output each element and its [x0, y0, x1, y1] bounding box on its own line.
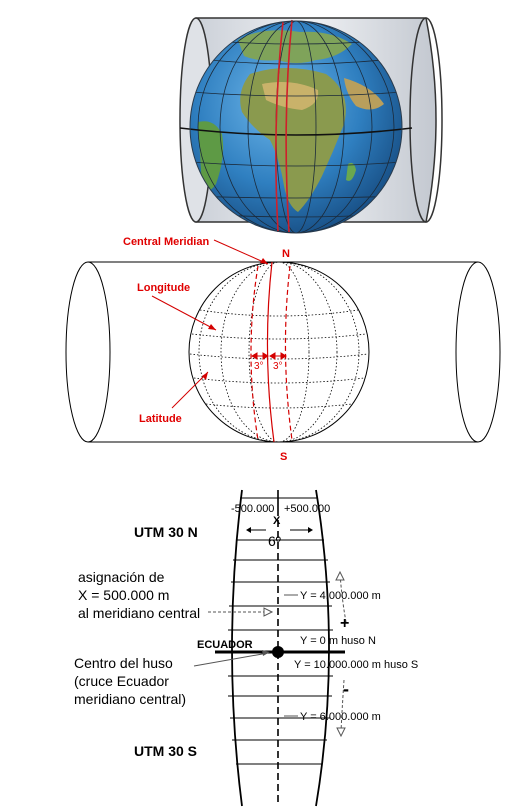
left-offset-label: 3° [254, 361, 264, 372]
plus-easting-label: +500.000 [284, 503, 330, 515]
assignment-line-2: X = 500.000 m [78, 587, 169, 603]
north-pole-label: N [282, 248, 290, 260]
globe-central-meridian-right [285, 19, 293, 233]
south-pole-label: S [280, 451, 287, 463]
utm-zone-panel: -500.000 +500.000 X 6º UTM 30 N UTM 30 S… [74, 489, 418, 807]
longitude-leader [151, 295, 217, 331]
y-south-value-label: Y = 6.000.000 m [300, 711, 381, 723]
zone-left-boundary [231, 489, 243, 807]
utm-north-label: UTM 30 N [134, 524, 198, 540]
center-line-3: meridiano central) [74, 691, 186, 707]
y-north-top-label: Y = 4.000.000 m [300, 590, 381, 602]
y-zero-label: Y = 0 m huso N [300, 635, 376, 647]
longitude-label: Longitude [137, 282, 190, 294]
utm-south-label: UTM 30 S [134, 743, 197, 759]
minus-sign: - [343, 679, 349, 699]
earth-globe [179, 19, 413, 234]
cylinder2-right-end [455, 261, 501, 443]
center-line-2: (cruce Ecuador [74, 673, 169, 689]
sphere-outline [188, 261, 370, 443]
cylinder2-left-end [65, 261, 111, 443]
minus-easting-label: -500.000 [231, 503, 274, 515]
cylinder-right-rim [409, 17, 443, 223]
center-line-1: Centro del huso [74, 655, 173, 671]
y-south-origin-label: Y = 10.000.000 m huso S [294, 659, 418, 671]
latitude-leader [171, 371, 209, 409]
x-mark: X [273, 515, 281, 527]
cylinder-globe-panel [179, 17, 443, 234]
zone-left-edge [250, 265, 259, 441]
globe-equator-line [179, 127, 413, 136]
ecuador-label: ECUADOR [197, 639, 253, 651]
plus-sign: + [340, 615, 349, 632]
zone-width-label: 6º [268, 533, 281, 549]
globe-central-meridian-left [275, 21, 284, 233]
right-offset-label: 3° [273, 361, 283, 372]
assignment-line-1: asignación de [78, 569, 165, 585]
zone-center-point [272, 646, 284, 658]
zone-right-boundary [315, 489, 330, 807]
central-meridian-line [266, 261, 275, 443]
wireframe-sphere-panel: Central Meridian Longitude Latitude N S … [65, 236, 501, 463]
latitude-label: Latitude [139, 413, 182, 425]
central-meridian-leader [213, 239, 269, 265]
zone-right-edge [284, 265, 293, 441]
central-meridian-label: Central Meridian [123, 236, 209, 248]
assignment-line-3: al meridiano central [78, 605, 200, 621]
